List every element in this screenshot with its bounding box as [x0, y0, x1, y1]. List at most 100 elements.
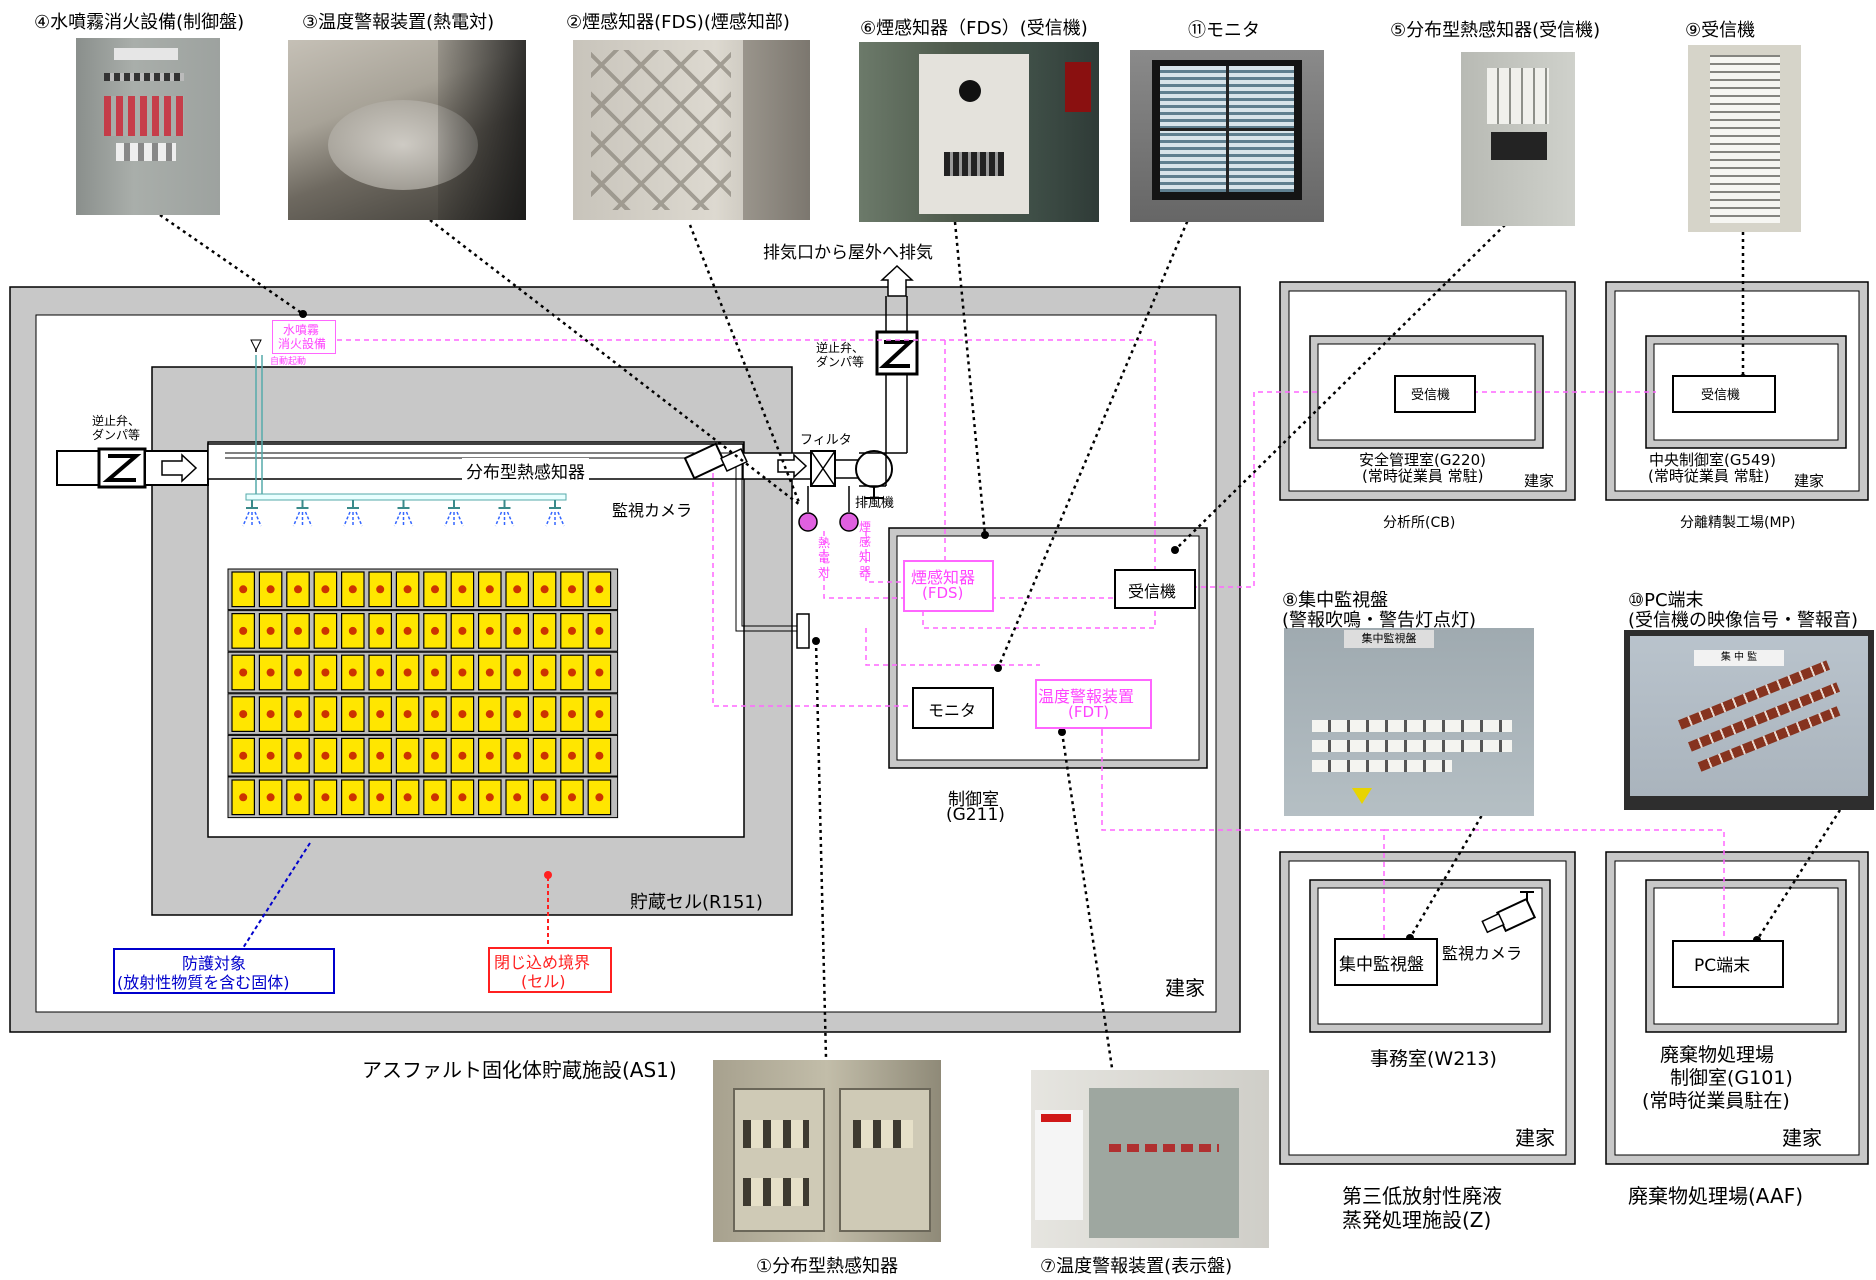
- radiation-icon: [458, 669, 466, 677]
- radiation-icon: [458, 627, 466, 635]
- photo-4-caption: ④水噴霧消火設備(制御盤): [34, 8, 244, 34]
- photo-1-caption: ①分布型熱感知器: [756, 1252, 898, 1278]
- panel8-header: 集中監視盤: [1344, 630, 1434, 648]
- radiation-icon: [513, 793, 521, 801]
- radiation-icon: [267, 710, 275, 718]
- radiation-icon: [568, 585, 576, 593]
- radiation-icon: [294, 710, 302, 718]
- aaf-pc-label: PC端末: [1694, 951, 1750, 976]
- radiation-icon: [239, 752, 247, 760]
- radiation-icon: [294, 752, 302, 760]
- radiation-icon: [595, 793, 603, 801]
- mp-room-2: (常時従業員 常駐): [1648, 465, 1769, 486]
- thermocouple-char-3: 対: [817, 566, 831, 581]
- radiation-icon: [568, 793, 576, 801]
- exhaust-fan-label: 排風機: [855, 492, 894, 511]
- radiation-icon: [486, 627, 494, 635]
- radiation-icon: [267, 669, 275, 677]
- radiation-icon: [321, 793, 329, 801]
- photo-distributed-sensor: [713, 1060, 941, 1242]
- radiation-icon: [568, 669, 576, 677]
- radiation-icon: [321, 710, 329, 718]
- radiation-icon: [404, 627, 412, 635]
- radiation-icon: [541, 669, 549, 677]
- smoke-char-4: 器: [858, 565, 872, 580]
- radiation-icon: [267, 752, 275, 760]
- panel10-header: 集 中 監: [1694, 650, 1784, 666]
- storage-cell-label: 貯蔵セル(R151): [630, 888, 763, 914]
- radiation-icon: [486, 793, 494, 801]
- radiation-icon: [267, 585, 275, 593]
- auto-start-label: 自動起動: [270, 354, 306, 367]
- radiation-icon: [595, 627, 603, 635]
- radiation-icon: [239, 793, 247, 801]
- radiation-icon: [568, 627, 576, 635]
- photo-10-caption-2: (受信機の映像信号・警報音): [1628, 606, 1858, 632]
- photo-7-caption: ⑦温度警報装置(表示盤): [1040, 1252, 1232, 1278]
- z-facility-2: 蒸発処理施設(Z): [1342, 1204, 1491, 1233]
- cr-receiver-label: 受信機: [1128, 578, 1176, 602]
- radiation-icon: [513, 585, 521, 593]
- radiation-icon: [541, 752, 549, 760]
- radiation-icon: [321, 627, 329, 635]
- radiation-icon: [513, 752, 521, 760]
- smoke-char-2: 感: [858, 535, 872, 550]
- check-valve-left-label-2: ダンパ等: [92, 426, 140, 443]
- radiation-icon: [513, 669, 521, 677]
- photo-water-spray-panel: [76, 38, 220, 215]
- radiation-icon: [431, 627, 439, 635]
- photo-6-caption: ⑥煙感知器（FDS）(受信機): [860, 14, 1088, 40]
- thermocouple-label: 熱 電 対: [817, 536, 831, 581]
- radiation-icon: [541, 627, 549, 635]
- photo-11-caption: ⑪モニタ: [1188, 16, 1260, 42]
- radiation-icon: [541, 710, 549, 718]
- photo-thermocouple: [288, 40, 526, 220]
- radiation-icon: [458, 585, 466, 593]
- radiation-icon: [376, 752, 384, 760]
- radiation-icon: [595, 710, 603, 718]
- radiation-icon: [349, 710, 357, 718]
- radiation-icon: [294, 669, 302, 677]
- cb-room-2: (常時従業員 常駐): [1362, 465, 1483, 486]
- check-valve-right-label-2: ダンパ等: [816, 353, 864, 370]
- radiation-icon: [267, 627, 275, 635]
- photo-temp-display: [1031, 1070, 1269, 1248]
- inlet-duct: [57, 451, 99, 485]
- smoke-char-3: 知: [858, 550, 872, 565]
- radiation-icon: [595, 669, 603, 677]
- photo-central-panel: 集中監視盤: [1284, 628, 1534, 816]
- thermocouple-char-2: 電: [817, 551, 831, 566]
- aaf-facility-label: 廃棄物処理場(AAF): [1628, 1180, 1803, 1209]
- radiation-icon: [294, 627, 302, 635]
- photo-heat-receiver: [1461, 52, 1575, 226]
- protect-label-2: (放射性物質を含む固体): [117, 969, 290, 993]
- radiation-icon: [568, 752, 576, 760]
- radiation-icon: [294, 585, 302, 593]
- cr-temp-alarm-2: (FDT): [1068, 703, 1109, 721]
- radiation-icon: [404, 669, 412, 677]
- radiation-icon: [239, 585, 247, 593]
- photo-smoke-receiver: [859, 42, 1099, 222]
- aaf-building-label: 建家: [1782, 1122, 1822, 1151]
- aaf-room-3: (常時従業員駐在): [1642, 1086, 1790, 1113]
- radiation-icon: [568, 710, 576, 718]
- radiation-icon: [349, 752, 357, 760]
- cb-facility-label: 分析所(CB): [1383, 512, 1455, 532]
- smoke-sensor-bulb: [840, 513, 858, 531]
- radiation-icon: [486, 752, 494, 760]
- radiation-icon: [239, 710, 247, 718]
- camera-label: 監視カメラ: [612, 497, 692, 521]
- distributed-sensor-label: 分布型熱感知器: [462, 458, 589, 483]
- radiation-icon: [431, 793, 439, 801]
- photo-9-caption: ⑨受信機: [1685, 16, 1755, 42]
- mp-facility-label: 分離精製工場(MP): [1680, 512, 1795, 532]
- radiation-icon: [376, 793, 384, 801]
- heat-sensor-terminal: [797, 614, 809, 648]
- radiation-icon: [294, 793, 302, 801]
- photo-pc-terminal: 集 中 監: [1624, 630, 1874, 810]
- water-spray-label-2: 消火設備: [278, 335, 326, 352]
- exhaust-label: 排気口から屋外へ排気: [763, 238, 933, 263]
- z-camera-label: 監視カメラ: [1442, 940, 1522, 964]
- radiation-icon: [376, 710, 384, 718]
- smoke-char-1: 煙: [858, 520, 872, 535]
